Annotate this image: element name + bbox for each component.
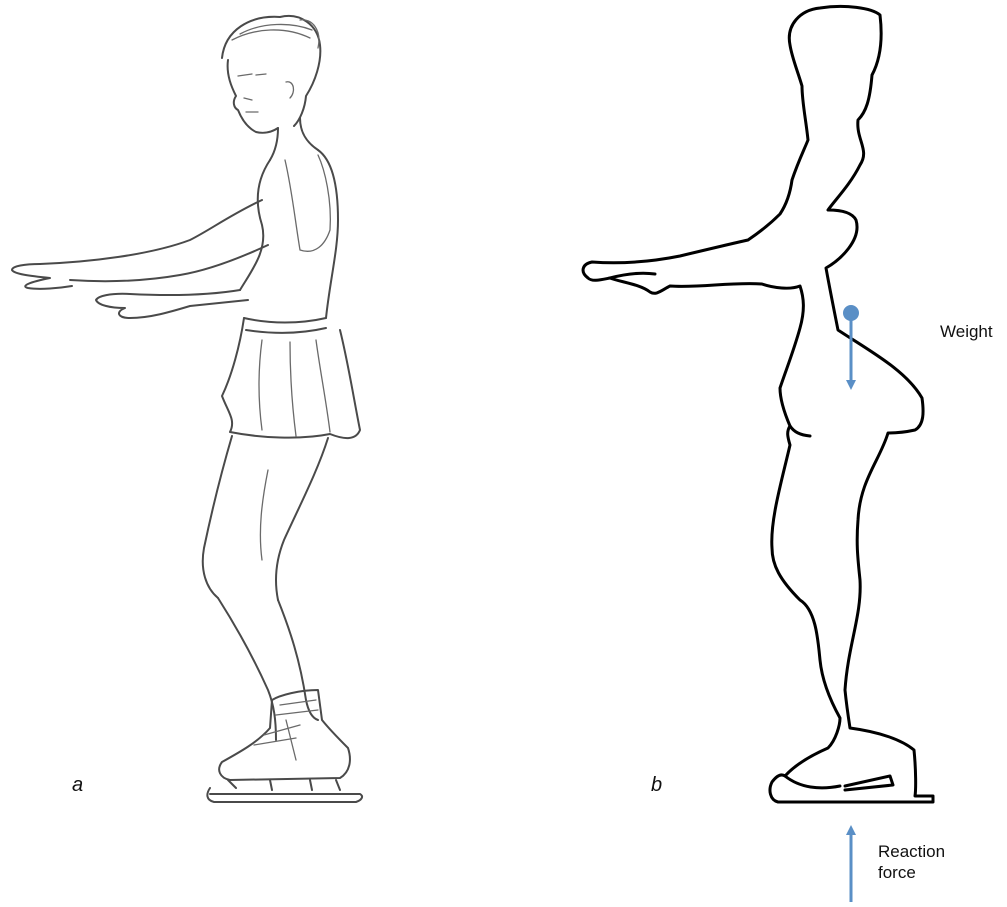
reaction-label-line2: force: [878, 862, 945, 883]
skater-sketch: [12, 16, 362, 802]
panel-label-b: b: [651, 774, 662, 797]
skater-silhouette: [583, 6, 933, 802]
reaction-force-label: Reaction force: [878, 841, 945, 883]
panel-label-a: a: [72, 774, 83, 797]
reaction-label-line1: Reaction: [878, 841, 945, 862]
weight-label: Weight: [940, 321, 993, 342]
